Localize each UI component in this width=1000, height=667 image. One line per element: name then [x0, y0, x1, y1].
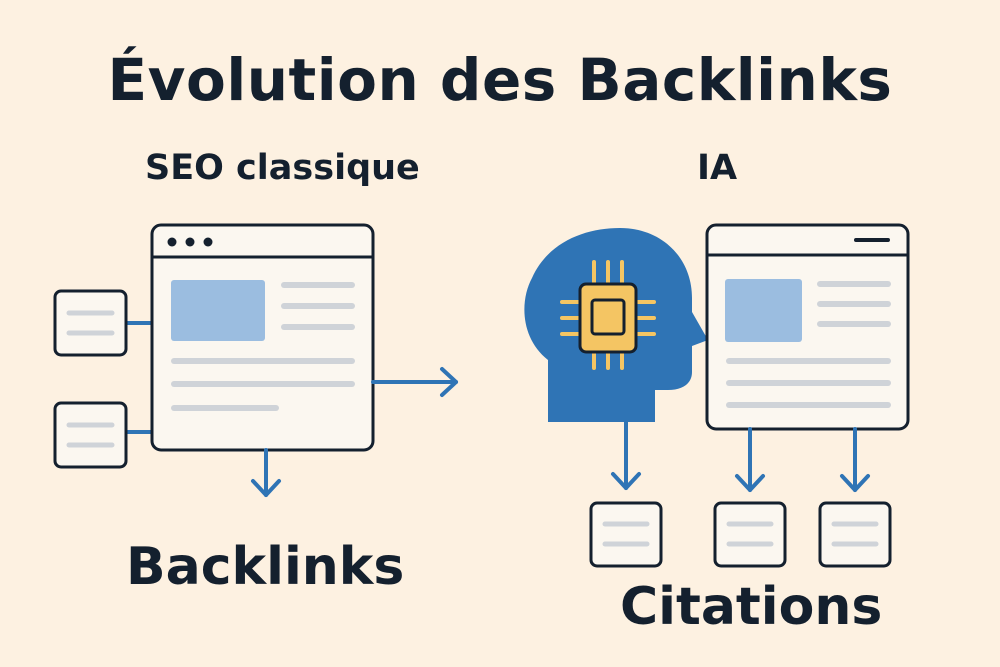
window-icon — [150, 223, 375, 452]
window-icon — [705, 223, 910, 431]
caption-backlinks: Backlinks — [126, 537, 405, 597]
document-icon — [53, 401, 128, 469]
arrow-icon — [251, 448, 281, 497]
arrow-icon — [840, 427, 870, 492]
heading-ia: IA — [697, 148, 738, 188]
document-icon — [713, 501, 787, 568]
page-title: Évolution des Backlinks — [107, 46, 893, 114]
arrow-icon — [611, 420, 641, 490]
arrow-icon — [735, 427, 765, 492]
document-icon — [589, 501, 663, 568]
caption-citations: Citations — [620, 577, 883, 637]
chip-icon — [560, 260, 656, 370]
heading-seo-classique: SEO classique — [145, 148, 420, 188]
left-connectors — [126, 321, 152, 434]
document-icon — [53, 289, 128, 357]
document-icon — [818, 501, 892, 568]
arrow-icon — [371, 367, 458, 397]
